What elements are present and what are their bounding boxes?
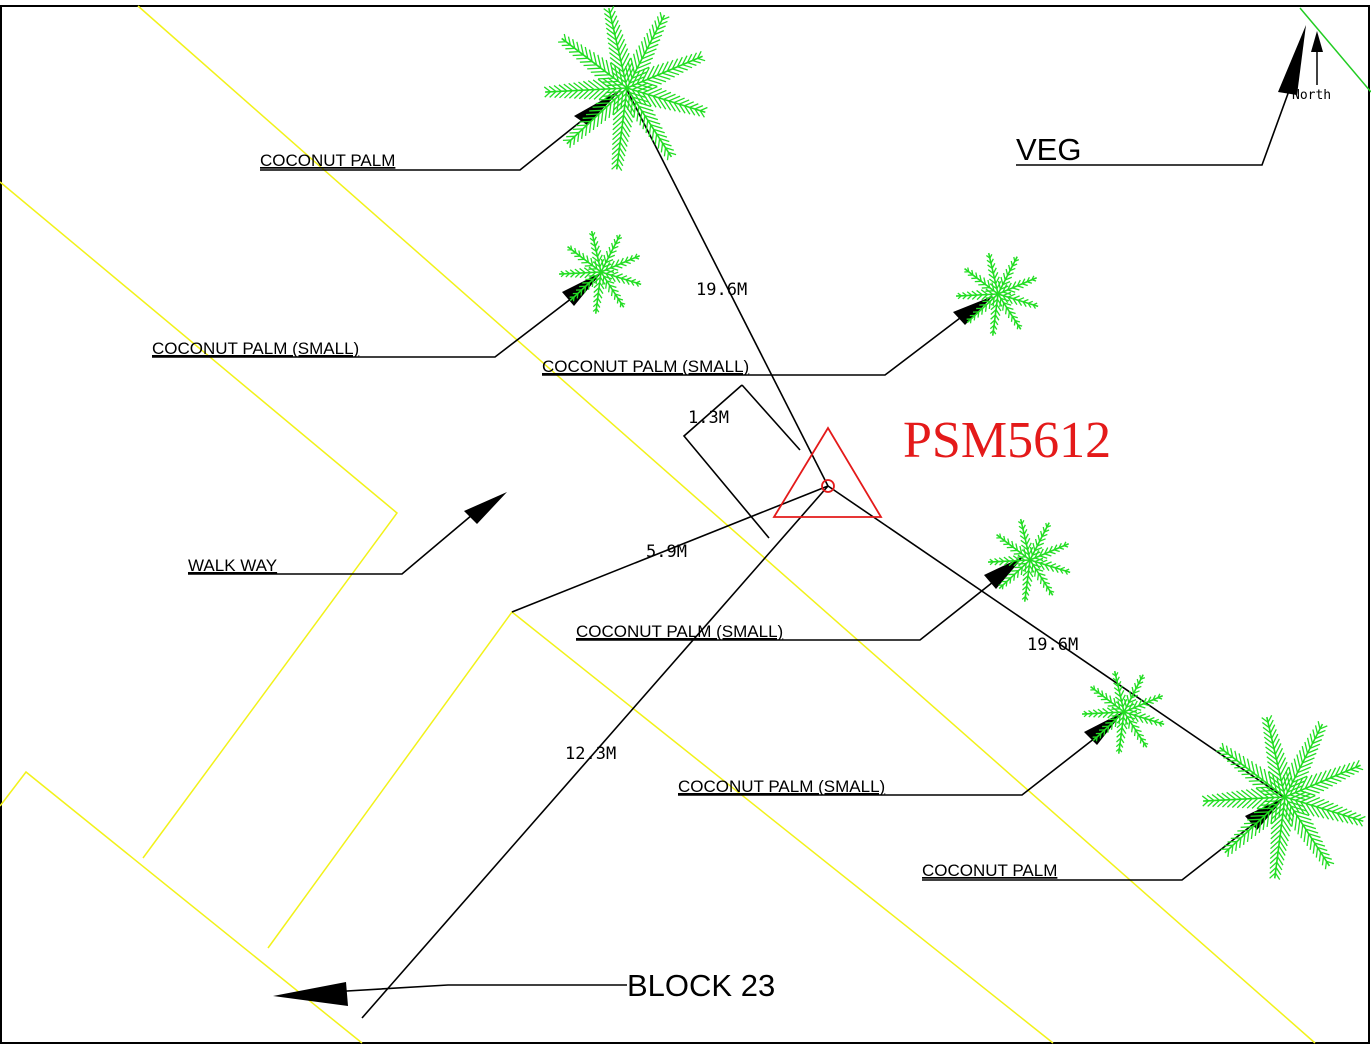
veg-label: VEG — [1016, 132, 1081, 167]
block-label: BLOCK 23 — [627, 968, 775, 1003]
dimension-label: 19.6M — [696, 280, 747, 300]
boundary-lines — [0, 5, 1371, 1044]
coconut-palm-label: COCONUT PALM — [260, 151, 395, 170]
coconut-palm-small-label: COCONUT PALM (SMALL) — [542, 357, 749, 376]
survey-marker-id: PSM5612 — [903, 412, 1111, 469]
coconut-palm-icon — [543, 6, 708, 171]
dimension-label: 19.6M — [1027, 635, 1078, 655]
coconut-palm-icon — [1201, 715, 1366, 880]
arrowhead-icon — [984, 556, 1024, 589]
arrowhead-icon — [273, 982, 348, 1006]
dimension-label: 5.9M — [646, 542, 687, 562]
arrowhead-icon — [1278, 25, 1306, 95]
survey-marker-triangle-icon — [772, 426, 883, 518]
arrowhead-icon — [464, 492, 507, 524]
palm-trees — [543, 6, 1366, 880]
coconut-palm-label: COCONUT PALM — [922, 861, 1057, 880]
measurement-lines — [361, 89, 1286, 1019]
dimension-label: 12.3M — [565, 744, 616, 764]
leader-lines — [152, 87, 1291, 993]
dimension-label: 1.3M — [688, 408, 729, 428]
coconut-palm-icon — [1082, 670, 1165, 754]
coconut-palm-icon — [559, 230, 642, 314]
coconut-palm-icon — [956, 252, 1039, 336]
drawing-frame — [0, 5, 1370, 1044]
arrowhead-icon — [953, 296, 993, 325]
walk-way-label: WALK WAY — [188, 556, 277, 575]
arrowheads — [273, 25, 1306, 1006]
coconut-palm-small-label: COCONUT PALM (SMALL) — [576, 622, 783, 641]
north-arrow-icon: North — [1292, 31, 1331, 103]
coconut-palm-small-label: COCONUT PALM (SMALL) — [152, 339, 359, 358]
coconut-palm-icon — [988, 518, 1071, 602]
north-label: North — [1292, 88, 1331, 103]
coconut-palm-small-label: COCONUT PALM (SMALL) — [678, 777, 885, 796]
